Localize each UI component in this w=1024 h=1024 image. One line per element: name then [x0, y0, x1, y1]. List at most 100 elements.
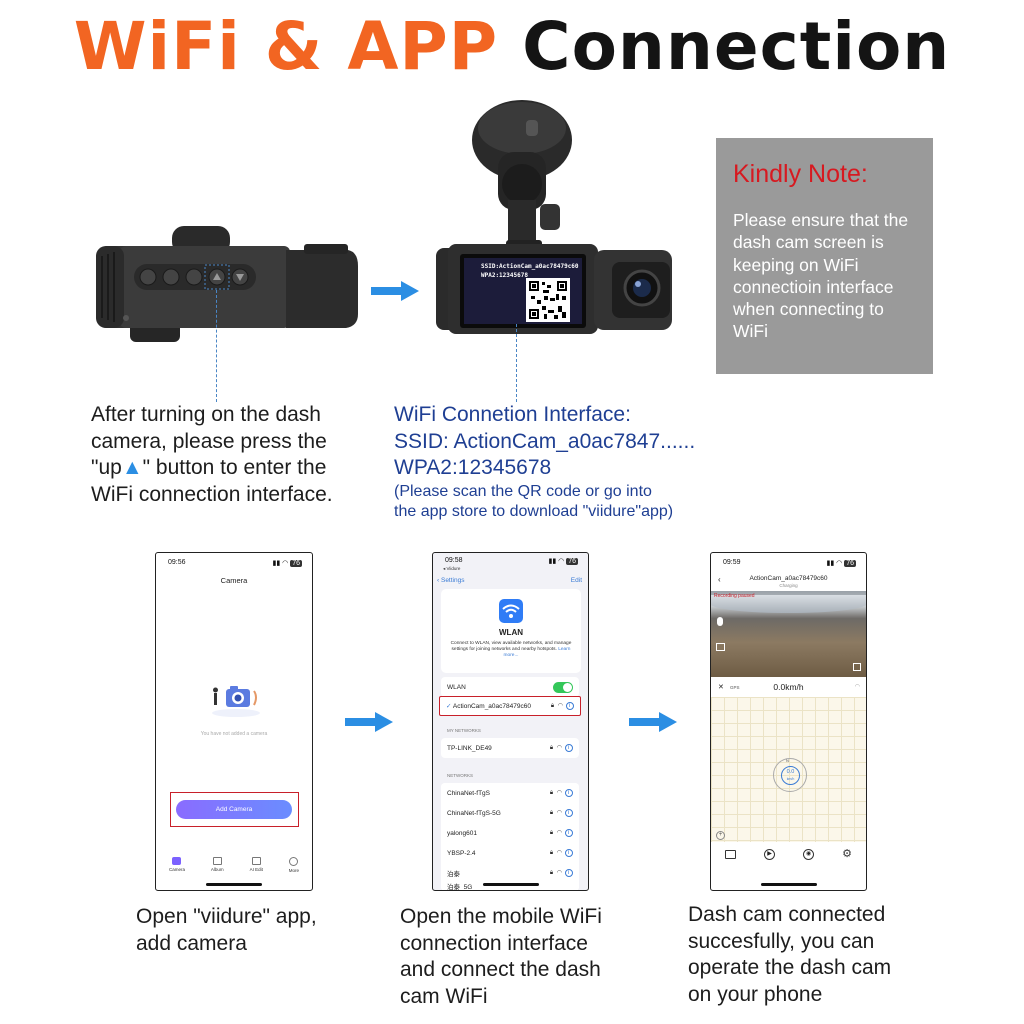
album-icon — [212, 857, 222, 865]
page-title: WiFi & APP Connection — [0, 8, 1024, 85]
caption-line: and connect the dash — [400, 958, 601, 981]
caption-line: connection interface — [400, 931, 588, 955]
network-row[interactable]: TP-LINK_DE49 🔒︎ ◠i — [441, 738, 579, 758]
settings-back-button[interactable]: ‹ Settings — [437, 577, 465, 584]
network-row[interactable]: YBSP-2.4🔒︎ ◠i — [441, 843, 579, 863]
network-name: ChinaNet-fTgS-5G — [447, 809, 501, 817]
network-name: TP-LINK_DE49 — [447, 744, 492, 752]
folder-icon[interactable] — [725, 850, 737, 859]
home-indicator — [482, 883, 539, 886]
tab-more[interactable]: More — [289, 857, 299, 873]
phone-screen-live-view: 09:59 ▮▮ ◠ 76 ‹ ActionCam_a0ac78479c60 C… — [710, 552, 867, 891]
network-row[interactable]: yalong601 🔒︎ ◠i — [441, 823, 579, 843]
settings-gear-icon[interactable]: ⚙ — [842, 848, 852, 860]
network-name: yalong601 — [447, 829, 477, 837]
wlan-title: WLAN — [499, 628, 523, 637]
caption-line: Open "viidure" app, — [136, 905, 317, 928]
map-view[interactable]: N 0.0 km/h + — [711, 697, 866, 842]
camera-empty-illustration — [212, 686, 260, 717]
networks-header: NETWORKS — [447, 773, 474, 778]
connected-network-row[interactable]: ✓ ActionCam_a0ac78479c60 🔒︎ ◠i — [439, 696, 581, 716]
info-icon[interactable]: i — [565, 809, 573, 817]
recording-status: Recording paused — [714, 593, 755, 599]
up-button-guide-line — [216, 290, 217, 402]
speed-readout: 0.0km/h — [773, 682, 804, 692]
tab-album[interactable]: Album — [211, 857, 224, 873]
wlan-toggle-row: WLAN — [441, 677, 579, 697]
tab-label: AI Edit — [249, 867, 263, 872]
network-name: ChinaNet-fTgS — [447, 789, 490, 797]
dash-cam-front-illustration — [436, 100, 672, 334]
network-status-icons: 🔒︎ ◠i — [550, 869, 573, 877]
info-icon[interactable]: i — [565, 829, 573, 837]
caption-line: WiFi connection interface. — [91, 482, 333, 506]
wifi-interface-caption: WiFi Connetion Interface: SSID: ActionCa… — [394, 402, 724, 522]
back-chevron-icon[interactable]: ‹ — [718, 575, 721, 584]
camera-screen-wpa: WPA2:12345678 — [481, 272, 528, 279]
phone-screen-app-home: 09:56 ▮▮ ◠ 76 Camera You have not added … — [155, 552, 313, 891]
info-icon[interactable]: i — [566, 702, 574, 710]
caption-line: succesfully, you can — [688, 929, 875, 953]
right-arrow-icon — [345, 712, 393, 732]
info-icon[interactable]: i — [565, 789, 573, 797]
step-open-app-caption: Open "viidure" app, add camera — [136, 904, 366, 957]
wifi-caption-hint: the app store to download "viidure"app) — [394, 502, 674, 520]
compass-north: N — [786, 758, 789, 763]
status-icons: ▮▮ ◠ 76 — [272, 560, 302, 567]
home-indicator — [760, 883, 817, 886]
network-row[interactable]: ChinaNet-fTgS-5G🔒︎ ◠i — [441, 803, 579, 823]
info-icon[interactable]: i — [565, 849, 573, 857]
live-video-feed[interactable]: Recording paused — [711, 591, 866, 677]
caption-line: on your phone — [688, 982, 823, 1006]
network-label: ✓ ActionCam_a0ac78479c60 — [446, 702, 531, 710]
status-time: 09:56 — [168, 559, 186, 566]
add-camera-button[interactable]: Add Camera — [176, 800, 292, 819]
edit-button[interactable]: Edit — [570, 577, 582, 584]
microphone-icon[interactable] — [717, 617, 723, 626]
wifi-icon — [499, 599, 523, 623]
battery-level: 76 — [566, 558, 578, 565]
step-connect-wifi-caption: Open the mobile WiFi connection interfac… — [400, 904, 640, 1010]
tab-label: Album — [210, 867, 224, 872]
caption-line: Open the mobile WiFi — [400, 905, 602, 928]
wlan-desc-text: Connect to WLAN, view available networks… — [450, 641, 572, 652]
network-name: YBSP-2.4 — [447, 849, 476, 857]
gallery-icon[interactable] — [716, 643, 725, 651]
network-row[interactable]: 泊泰 🔒︎ ◠i — [441, 863, 579, 883]
info-icon[interactable]: i — [565, 869, 573, 877]
info-icon[interactable]: i — [565, 744, 573, 752]
wlan-toggle-switch[interactable] — [553, 681, 573, 693]
tab-camera[interactable]: Camera — [169, 857, 185, 873]
network-name: ActionCam_a0ac78479c60 — [452, 703, 531, 710]
close-icon[interactable]: ✕ — [718, 684, 724, 691]
compass-value: 0.0 — [786, 769, 795, 775]
back-label: Settings — [440, 577, 465, 584]
back-to-app-link[interactable]: ◂ Viidure — [443, 566, 461, 571]
charging-status: Charging — [779, 583, 798, 588]
caption-line: "up▲" button to enter the — [91, 455, 381, 482]
fullscreen-icon[interactable] — [853, 663, 861, 671]
up-triangle-icon: ▲ — [121, 456, 143, 479]
wifi-caption-wpa: WPA2:12345678 — [394, 456, 552, 479]
ai-edit-icon — [251, 857, 261, 865]
right-arrow-icon — [629, 712, 677, 732]
qr-guide-line — [516, 324, 517, 402]
title-rest: Connection — [522, 8, 951, 85]
locate-icon[interactable]: + — [716, 831, 725, 840]
status-time: 09:59 — [723, 559, 741, 566]
compass-widget: N 0.0 km/h — [773, 758, 807, 792]
tab-label: Camera — [168, 867, 185, 872]
caption-text: " button to enter the — [142, 456, 327, 479]
learn-more-link[interactable]: Learn more... — [503, 647, 571, 658]
snapshot-icon[interactable]: ◉ — [803, 849, 815, 860]
network-name: 泊泰 — [447, 871, 460, 878]
network-status-icons: 🔒︎ ◠i — [550, 744, 573, 752]
network-status-icons: 🔒︎ ◠i — [550, 789, 573, 797]
tab-ai-edit[interactable]: AI Edit — [250, 857, 263, 873]
play-icon[interactable]: ▶ — [764, 849, 776, 860]
wlan-header-card: WLAN Connect to WLAN, view available net… — [441, 589, 581, 673]
status-bar: 09:58 ▮▮ ◠ 76 — [433, 553, 588, 565]
empty-state-text: You have not added a camera — [200, 731, 268, 737]
network-status-icons: 🔒︎ ◠i — [550, 829, 573, 837]
network-row[interactable]: ChinaNet-fTgS 🔒︎ ◠i — [441, 783, 579, 803]
